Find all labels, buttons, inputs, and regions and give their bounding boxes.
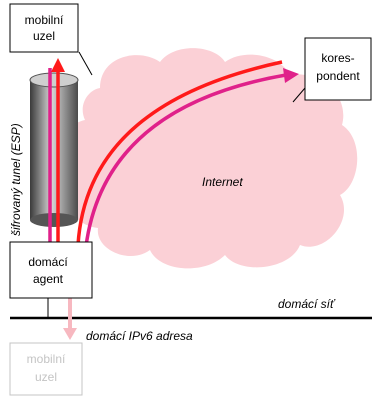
mobile-node-top: mobilní uzel xyxy=(9,3,79,53)
correspondent-line2: pondent xyxy=(316,69,360,83)
internet-cloud xyxy=(63,48,358,269)
mobile-node-top-line1: mobilní xyxy=(25,13,64,27)
magenta-arrowhead xyxy=(283,68,299,83)
home-agent-line1: domácí xyxy=(28,255,68,269)
home-network-label: domácí síť xyxy=(278,297,336,311)
tunnel-label: šifrovaný tunel (ESP) xyxy=(9,123,23,236)
home-agent-line2: agent xyxy=(33,272,64,286)
encrypted-tunnel-cylinder xyxy=(29,72,79,227)
connector-lines xyxy=(47,51,306,318)
mobile-node-bottom-line1: mobilní xyxy=(27,352,66,366)
mobile-node-top-line2: uzel xyxy=(33,29,55,43)
home-ipv6-address-label: domácí IPv6 adresa xyxy=(86,329,193,343)
correspondent-node: kores- pondent xyxy=(304,37,372,101)
mobile-node-bottom-line2: uzel xyxy=(35,370,57,384)
internet-label: Internet xyxy=(202,175,243,189)
correspondent-line1: kores- xyxy=(321,51,354,65)
home-agent-node: domácí agent xyxy=(9,241,93,299)
red-arrowhead xyxy=(51,58,65,72)
mobile-node-bottom: mobilní uzel xyxy=(9,342,83,396)
